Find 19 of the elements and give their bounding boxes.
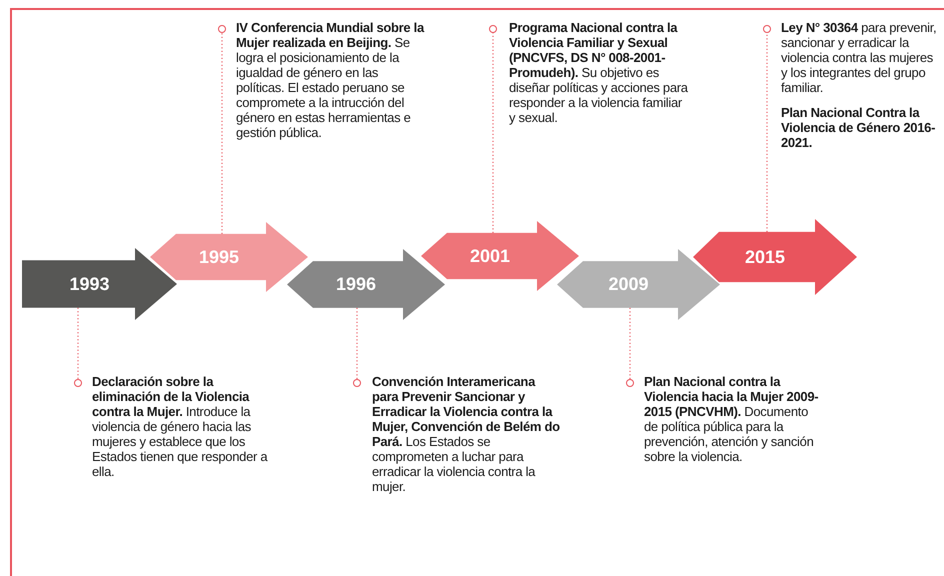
leader-line xyxy=(74,308,82,387)
leader-line xyxy=(218,25,226,234)
event-description: Programa Nacional contra la Violencia Familiar y Sexual (PNCVFS, DS N° 008-2001-Promudeh). Su objetivo es diseñar políticas y acciones para responder a la violencia familiar y sexual. xyxy=(509,20,689,125)
year-label: 2015 xyxy=(744,246,786,268)
year-label: 1996 xyxy=(336,273,376,296)
leader-line xyxy=(353,308,361,387)
event-description: IV Conferencia Mundial sobre la Mujer realizada en Beijing. Se logra el posicionamiento de la igualdad de género en las políticas. El estado peruano se compromete a la intrucción del género en estas herramientas e gestión pública. xyxy=(236,20,426,140)
year-label: 2001 xyxy=(470,244,510,268)
event-description: Plan Nacional contra la Violencia hacia la Mujer 2009-2015 (PNCVHM). Documento de política pública para la prevención, atención y sanción sobre la violencia. xyxy=(644,374,820,464)
leader-line xyxy=(626,308,634,387)
event-description: Ley N° 30364 para prevenir, sancionar y erradicar la violencia contra las mujeres y los integrantes del grupo familiar. xyxy=(781,20,938,95)
event-description: Declaración sobre la eliminación de la Violencia contra la Mujer. Introduce la violencia de género hacia las mujeres y establece que los Estados tienen que responder a ella. xyxy=(92,374,269,479)
year-label: 2009 xyxy=(608,273,649,296)
event-description: Plan Nacional Contra la Violencia de Género 2016-2021. xyxy=(781,105,936,150)
leader-line xyxy=(763,25,771,232)
year-label: 1995 xyxy=(198,246,240,268)
leader-line xyxy=(489,25,497,233)
event-description: Convención Interamericana para Prevenir Sancionar y Erradicar la Violencia contra la Mujer, Convención de Belém do Pará. Los Estados se comprometen a luchar para erradicar la violencia contra la mujer. xyxy=(372,374,561,494)
year-label: 1993 xyxy=(69,272,110,296)
